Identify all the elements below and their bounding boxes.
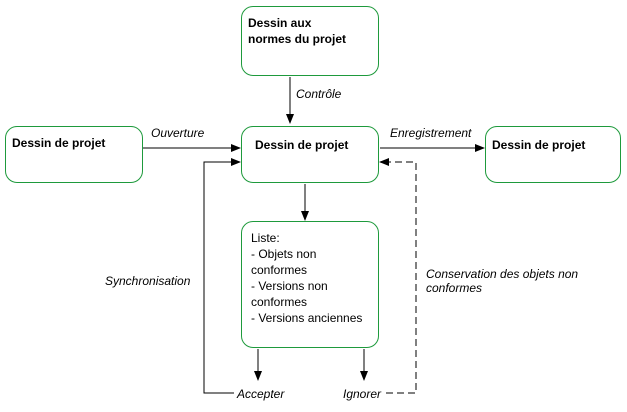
keep-nonconforming-label: Conservation des objets non conformes <box>426 267 578 295</box>
save-label: Enregistrement <box>390 126 472 140</box>
standards-drawing-line1: Dessin aux <box>248 16 312 30</box>
saved-drawing-title: Dessin de projet <box>492 138 586 152</box>
list-item: conformes <box>251 295 308 309</box>
open-label: Ouverture <box>151 126 205 140</box>
nonconforming-list: Liste: - Objets non conformes - Versions… <box>251 230 362 326</box>
keep-loop <box>379 158 417 394</box>
standards-drawing-title: Dessin aux normes du projet <box>248 15 346 47</box>
standards-drawing-box: Dessin aux normes du projet <box>241 6 379 76</box>
list-item: conformes <box>251 263 308 277</box>
standards-drawing-line2: normes du projet <box>248 32 347 46</box>
center-drawing-title: Dessin de projet <box>255 138 349 152</box>
synchronize-label: Synchronisation <box>105 274 191 288</box>
saved-drawing-box: Dessin de projet <box>485 126 621 183</box>
list-box: Liste: - Objets non conformes - Versions… <box>241 221 379 348</box>
check-label: Contrôle <box>296 87 342 101</box>
keep-nonconforming-line1: Conservation des objets non <box>426 267 579 281</box>
center-drawing-box: Dessin de projet <box>241 126 379 183</box>
list-item: - Versions anciennes <box>251 311 363 325</box>
list-item: - Versions non <box>251 279 328 293</box>
source-drawing-title: Dessin de projet <box>12 136 106 150</box>
synchronize-loop <box>203 158 241 394</box>
source-drawing-box: Dessin de projet <box>5 126 143 183</box>
list-item: - Objets non <box>251 247 317 261</box>
list-heading: Liste: <box>251 231 280 245</box>
ignore-label: Ignorer <box>343 387 382 401</box>
keep-nonconforming-line2: conformes <box>426 281 483 295</box>
accept-label: Accepter <box>237 387 285 401</box>
